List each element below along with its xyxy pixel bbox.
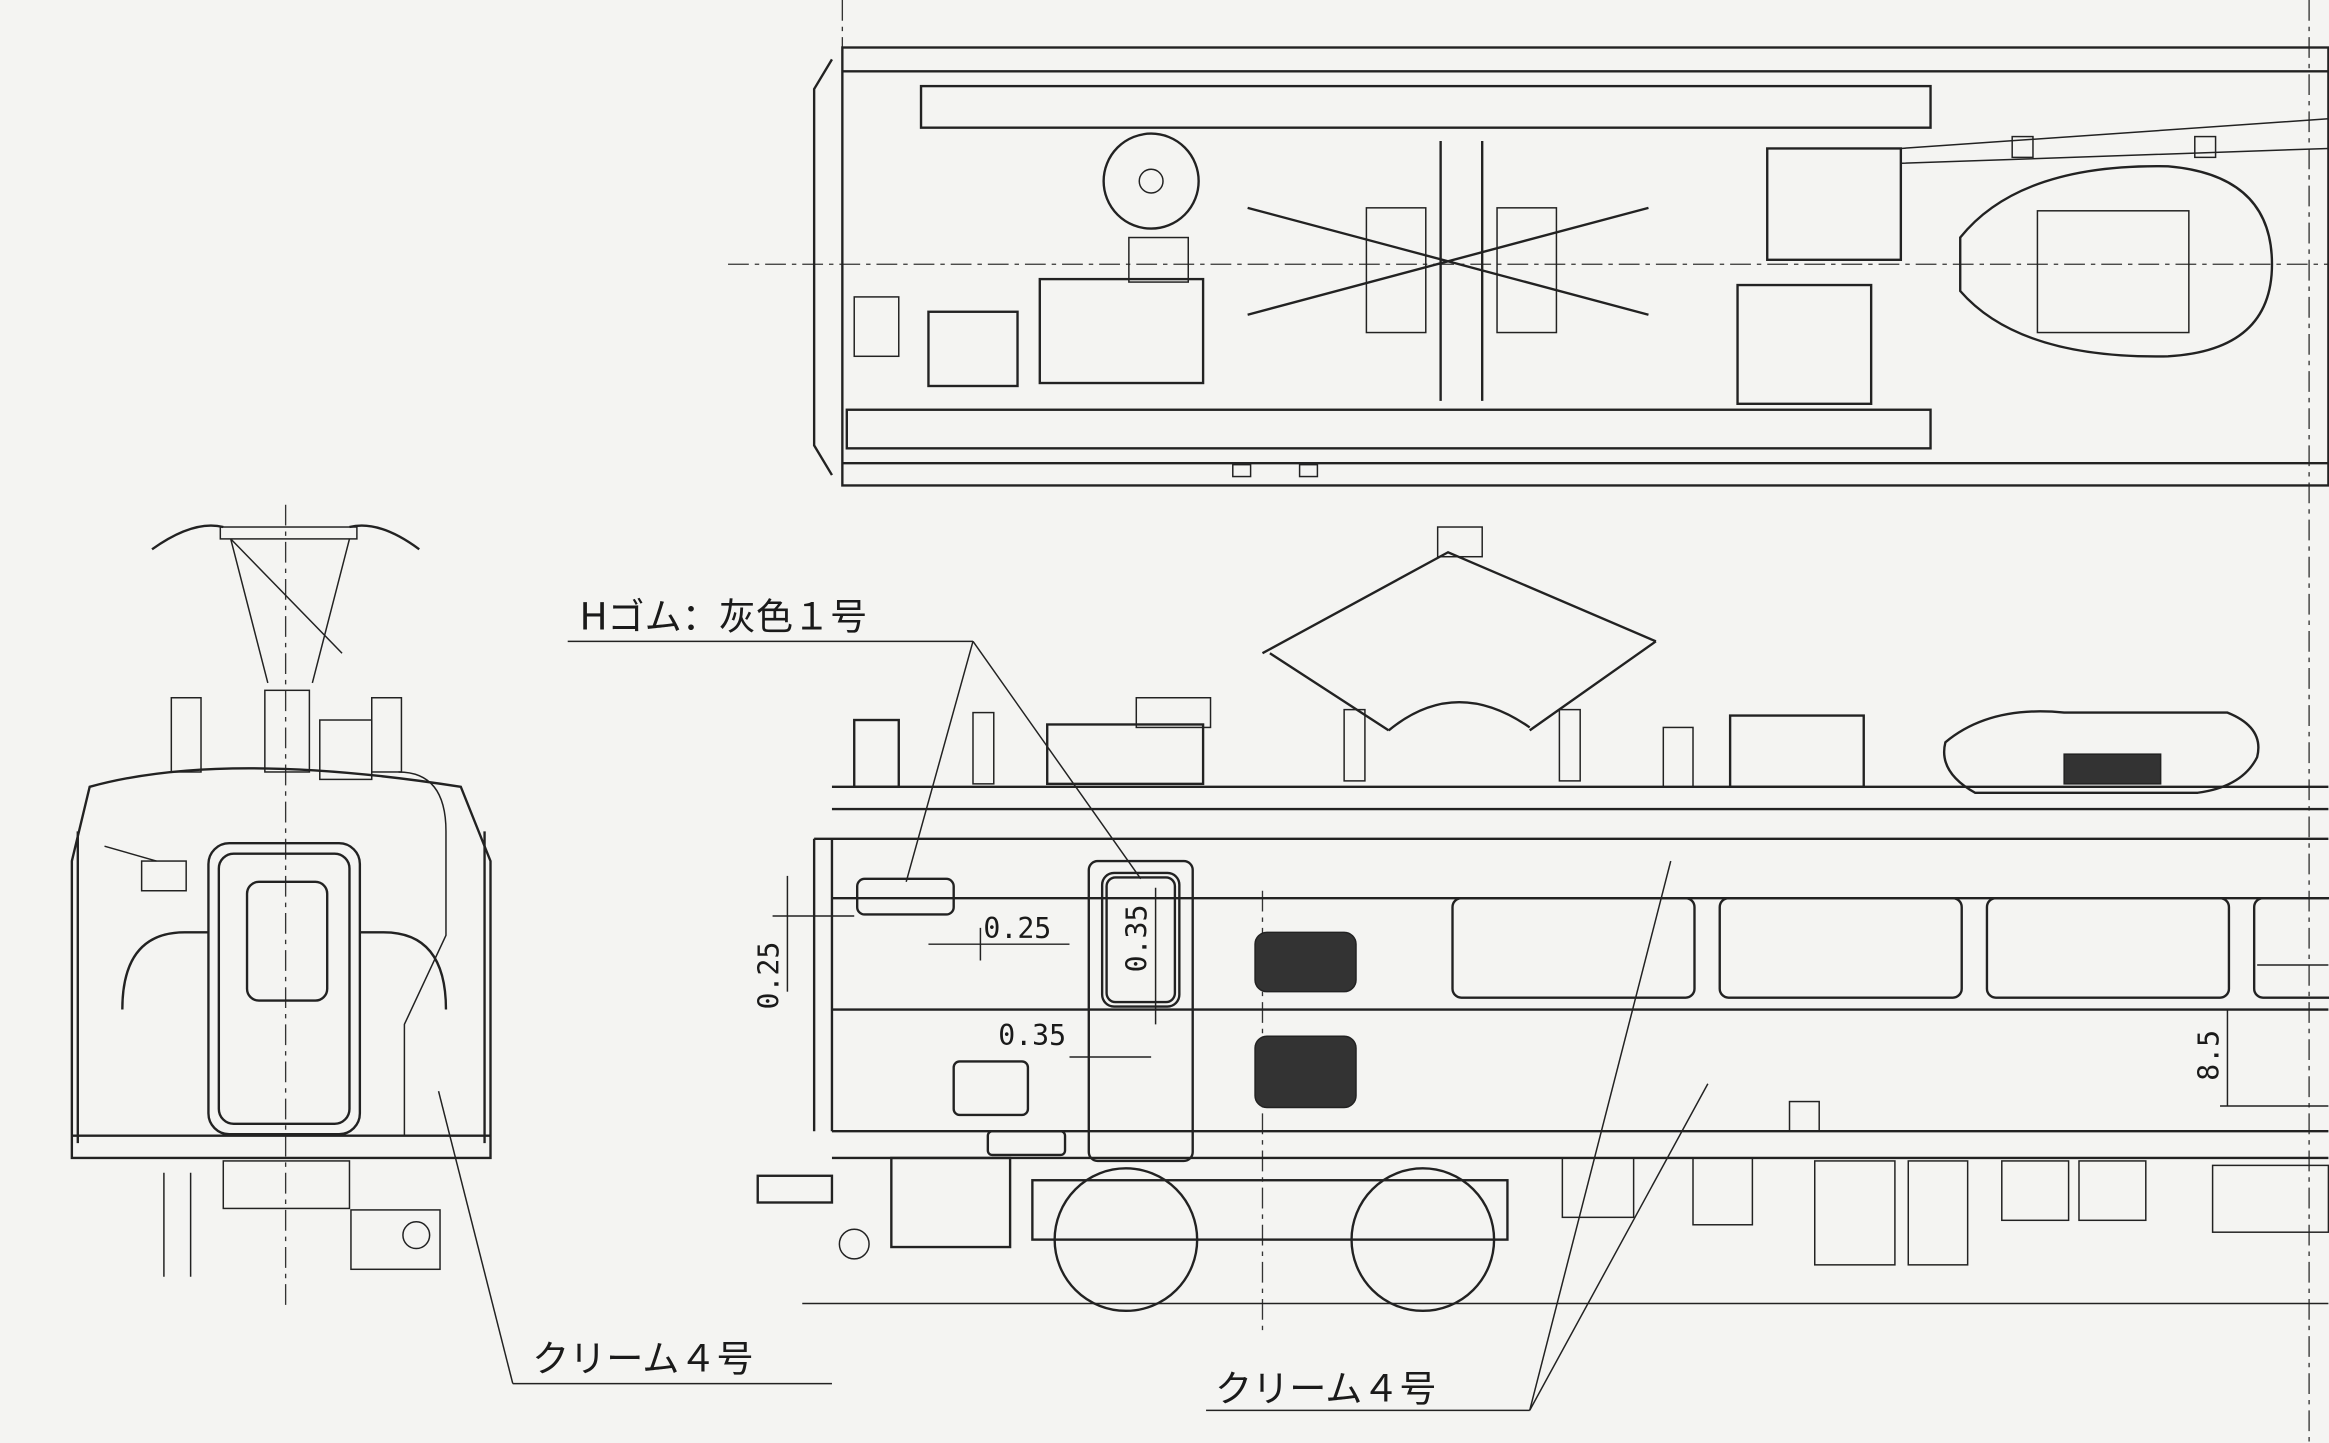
dim-door-window: 0.35 [1121, 905, 1154, 973]
dim-front-vertical: 0.25 [753, 942, 786, 1010]
door [1087, 859, 1194, 1163]
front-window [856, 877, 955, 916]
dim-door-gap: 0.35 [998, 1019, 1066, 1052]
cream-front-label: クリーム４号 [532, 1338, 754, 1381]
dimension-lines [772, 875, 2329, 1107]
leader-lines [437, 640, 1709, 1412]
dim-stripe-height: 8.5 [2193, 1030, 2226, 1081]
side-elevation-view [756, 526, 2329, 1313]
front-view [70, 524, 492, 1277]
h-rubber-label: Hゴム：灰色１号 [580, 595, 868, 638]
cream-side-label: クリーム４号 [1215, 1367, 1437, 1410]
dim-window-gap: 0.25 [983, 912, 1051, 945]
roof-plan-view [812, 46, 2329, 487]
